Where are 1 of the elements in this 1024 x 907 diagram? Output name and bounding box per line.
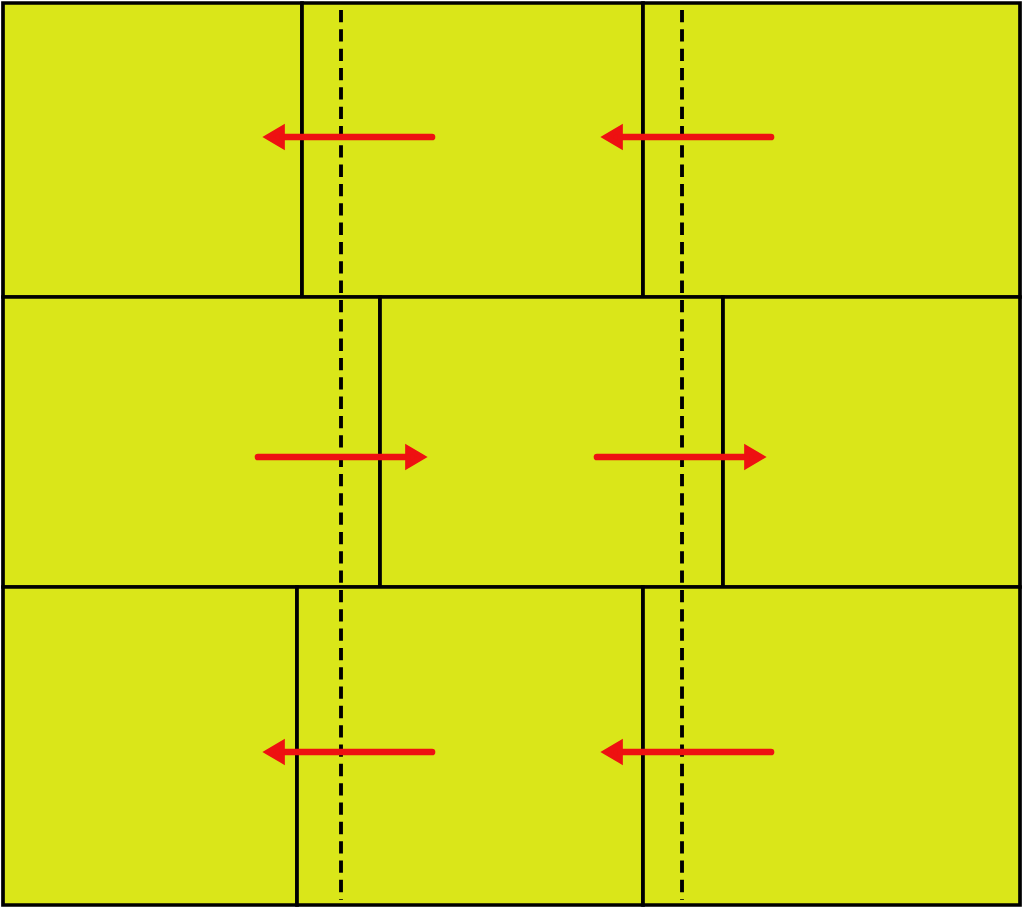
- quilt-block-drawing: [1, 1, 1022, 907]
